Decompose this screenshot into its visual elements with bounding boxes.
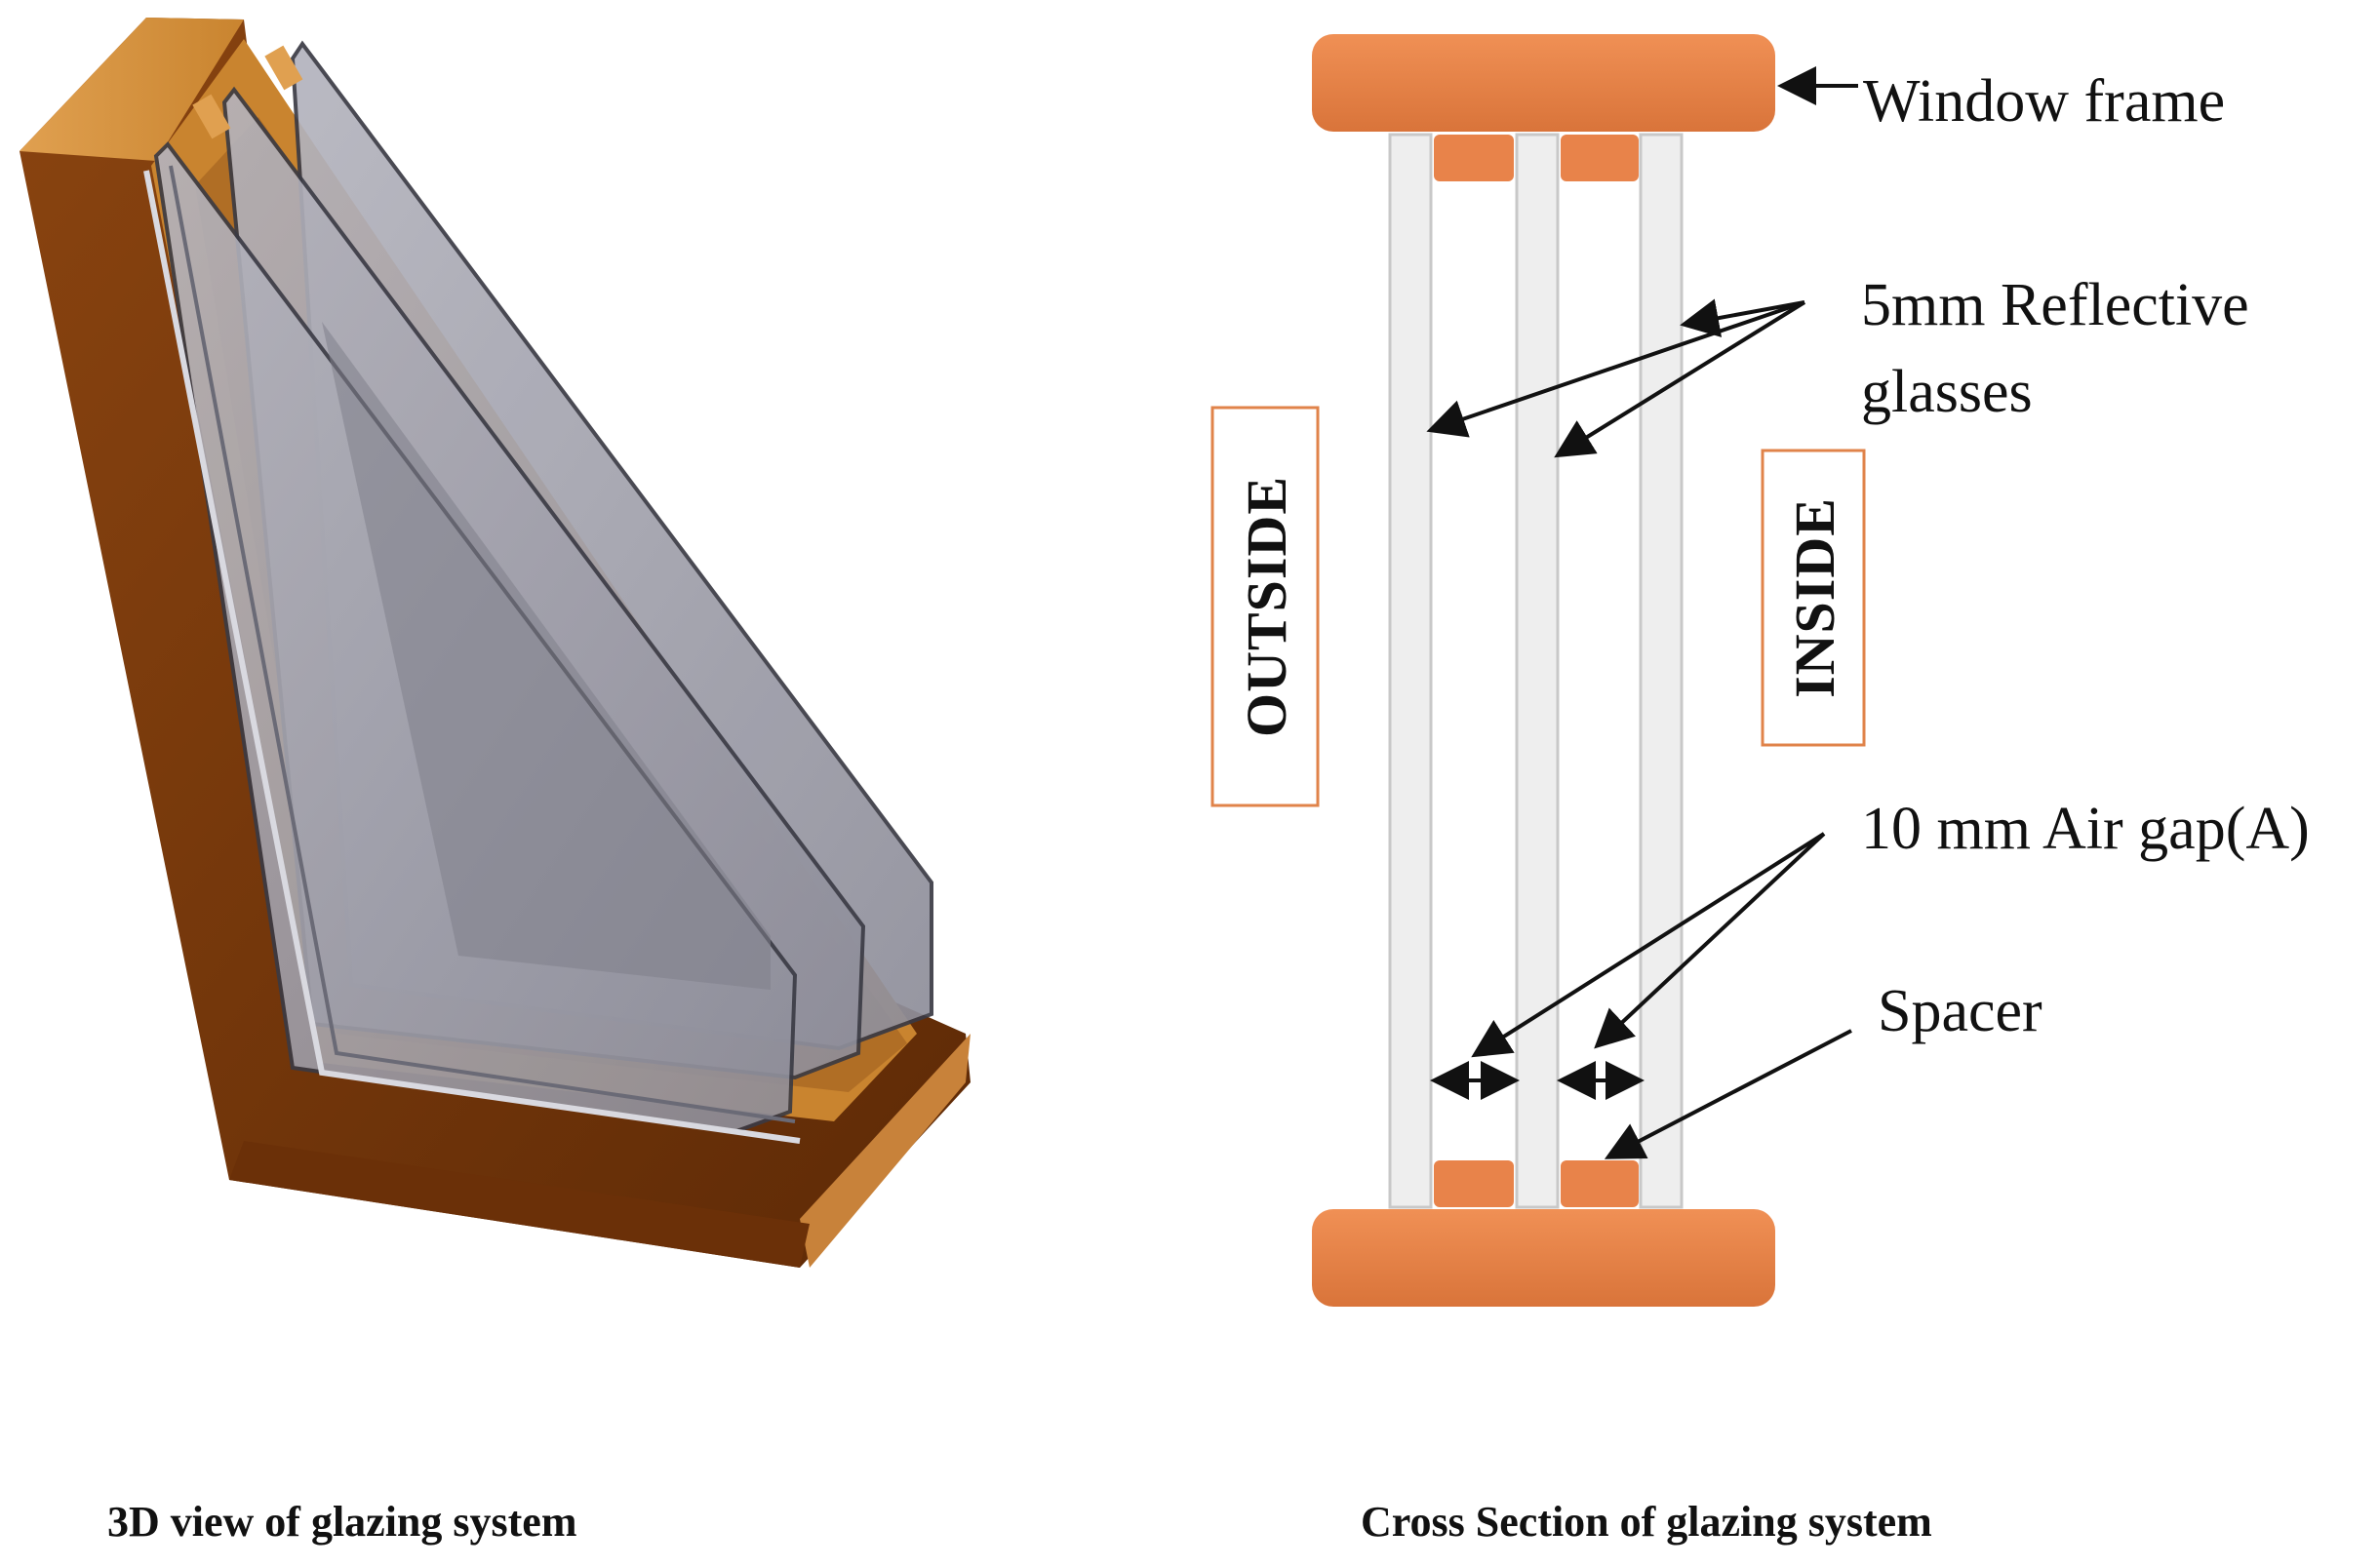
inside-label: INSIDE [1783,497,1846,698]
glass-pane-right [1639,133,1684,1209]
glass-inner-shadow [322,322,771,990]
window-3d-view [20,18,971,1268]
outside-label: OUTSIDE [1235,476,1298,737]
frame-end-face [800,1034,971,1268]
right-caption: Cross Section of glazing system [1361,1498,1932,1546]
arrow-glass-middle [1554,300,1806,458]
outside-label-box [1210,406,1320,807]
reflective-glasses-label-1: 5mm Reflective [1861,272,2249,338]
glass-pane-left [1388,133,1433,1209]
spacer-top-right [1561,135,1639,181]
window-frame-bottom [1312,1209,1775,1307]
arrow-airgap-left [1471,832,1826,1058]
spacer-top-2 [264,45,303,91]
frame-lip-2 [169,165,796,1123]
spacer-label: Spacer [1878,978,2042,1044]
inside-label-box [1761,449,1866,747]
frame-bottom-edge [229,1141,810,1268]
spacer-bottom-left [1434,1160,1514,1207]
callout-arrows [1426,66,1858,1159]
reflective-glasses-label-2: glasses [1861,359,2033,425]
arrow-glass-left [1426,300,1805,438]
frame-top-face [20,18,244,161]
arrow-airgap-right [1594,832,1826,1049]
cross-section: OUTSIDE INSIDE Window frame 5mm Reflecti… [1210,34,2310,1307]
spacer-top-1 [192,94,231,139]
spacer-top-left [1434,135,1514,181]
window-frame-top [1312,34,1775,132]
arrow-glass-right [1680,298,1805,337]
frame-lip [143,170,801,1144]
air-gap-label: 10 mm Air gap(A) [1861,796,2310,862]
spacer-bottom-right [1561,1160,1639,1207]
window-frame-label: Window frame [1863,68,2225,135]
left-caption: 3D view of glazing system [107,1498,577,1546]
arrow-spacer [1604,1029,1852,1159]
glass-pane-middle [1515,133,1560,1209]
